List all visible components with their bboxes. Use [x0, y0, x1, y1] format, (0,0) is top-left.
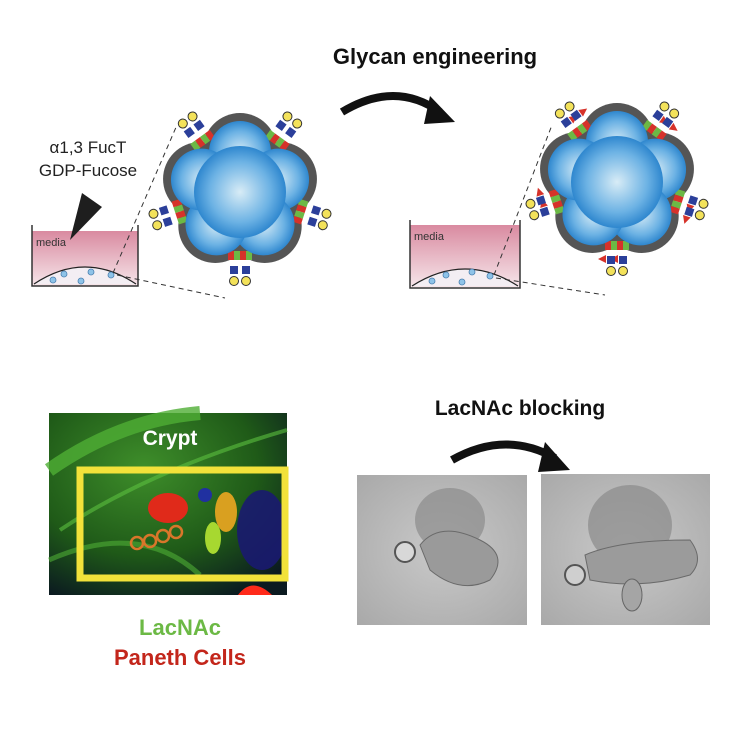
glcnac-square-icon: [183, 126, 195, 139]
galactose-circle-icon: [292, 118, 303, 129]
glcnac-square-icon: [652, 109, 664, 121]
zoom-lines-left: [112, 124, 226, 299]
glcnac-square-icon: [607, 256, 615, 264]
fucose-triangle-icon: [683, 215, 691, 224]
membrane-segment: [292, 198, 332, 231]
arrowhead-top: [424, 96, 455, 124]
organoid-micrograph-blocked: [541, 474, 710, 625]
glcnac-square-icon: [275, 119, 287, 131]
glcnac-square-icon: [560, 116, 572, 129]
fucose-triangle-icon: [598, 255, 606, 263]
glcnac-square-icon: [158, 205, 170, 216]
crypt-label: Crypt: [143, 427, 198, 450]
glcnac-square-icon: [193, 119, 205, 131]
membrane-segment: [641, 101, 680, 142]
glcnac-square-icon: [242, 266, 250, 274]
galactose-circle-icon: [529, 210, 540, 221]
glcnac-square-icon: [539, 206, 550, 217]
glcnac-square-icon: [310, 205, 322, 216]
membrane-segment: [264, 111, 303, 152]
galactose-circle-icon: [564, 101, 575, 112]
legend-lacnac: LacNAc: [139, 615, 221, 640]
fucose-triangle-icon: [668, 122, 678, 131]
legend-paneth-cells: Paneth Cells: [114, 645, 246, 670]
galactose-circle-icon: [148, 208, 159, 219]
membrane-segment: [148, 198, 188, 231]
glcnac-square-icon: [535, 195, 547, 206]
glcnac-square-icon: [684, 206, 695, 217]
glcnac-square-icon: [619, 256, 627, 264]
organoid-dots: [49, 268, 115, 285]
galactose-circle-icon: [152, 220, 163, 231]
crypt-highlight-box: [76, 466, 289, 582]
galactose-circle-icon: [669, 108, 680, 119]
organoid-micrograph-control: [357, 475, 527, 625]
galactose-circle-icon: [187, 111, 198, 122]
lacnac-blocking-title: LacNAc blocking: [435, 397, 605, 420]
media-label-right: media: [414, 231, 445, 243]
galactose-circle-icon: [317, 220, 328, 231]
galactose-circle-icon: [241, 276, 251, 286]
galactose-circle-icon: [177, 118, 188, 129]
galactose-circle-icon: [321, 208, 332, 219]
galactose-circle-icon: [282, 111, 293, 122]
zoom-lines-right: [493, 124, 606, 296]
galactose-circle-icon: [525, 198, 536, 209]
glcnac-square-icon: [307, 216, 318, 227]
galactose-circle-icon: [229, 276, 239, 286]
galactose-circle-icon: [554, 108, 565, 119]
galactose-circle-icon: [698, 198, 709, 209]
galactose-circle-icon: [618, 266, 628, 276]
pipette-wedge-icon: [70, 193, 102, 240]
fucose-triangle-icon: [578, 108, 588, 117]
glcnac-square-icon: [162, 216, 173, 227]
glcnac-square-icon: [662, 116, 674, 129]
galactose-circle-icon: [694, 210, 705, 221]
galactose-circle-icon: [606, 266, 616, 276]
fucose-triangle-icon: [536, 187, 545, 197]
membrane-segment: [598, 241, 629, 276]
media-label-left: media: [36, 237, 67, 249]
glcnac-square-icon: [570, 109, 582, 121]
curved-arrow-bottom: [450, 440, 557, 464]
membrane-segment: [669, 188, 709, 224]
organoid-dots: [428, 268, 494, 286]
membrane-segment: [177, 111, 216, 152]
left-culture-dish: [31, 225, 139, 287]
reagent-substrate-label: GDP-Fucose: [39, 161, 137, 180]
organoid-cell-unmodified: [148, 111, 332, 286]
galactose-circle-icon: [659, 101, 670, 112]
glcnac-square-icon: [230, 266, 238, 274]
glcnac-square-icon: [687, 195, 699, 206]
reagent-enzyme-label: α1,3 FucT: [50, 138, 127, 157]
membrane-segment: [228, 251, 252, 286]
membrane-segment: [525, 187, 565, 221]
arrowhead-bottom: [538, 442, 570, 472]
glcnac-square-icon: [285, 126, 297, 139]
glycan-engineering-title: Glycan engineering: [333, 44, 537, 69]
crypt-fluorescence-image: [44, 406, 289, 595]
curved-arrow-top: [339, 92, 443, 116]
organoid-cell-fucosylated: [525, 101, 709, 276]
